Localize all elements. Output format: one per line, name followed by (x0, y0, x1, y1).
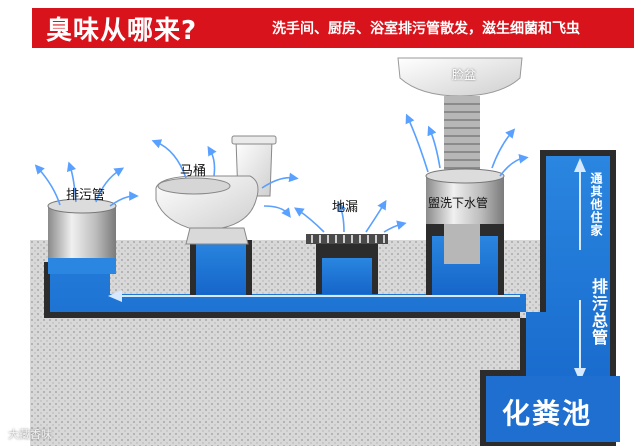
main-horizontal-pipe-water (50, 156, 610, 440)
header-banner: 臭味从哪来? 洗手间、厨房、浴室排污管散发，滋生细菌和飞虫 (32, 8, 634, 48)
page-subtitle: 洗手间、厨房、浴室排污管散发，滋生细菌和飞虫 (272, 21, 580, 37)
basin (397, 57, 523, 97)
label-main-pipe: 排污总管 (589, 278, 608, 346)
label-neighbors: 通其他住家 (589, 172, 603, 237)
toilet-trap-water (196, 240, 246, 296)
watermark: 大藏香味 (8, 428, 52, 441)
sewer-pipe-top (47, 198, 117, 214)
sewer-pipe-water (48, 258, 116, 274)
label-sewer-pipe: 排污管 (66, 188, 106, 203)
label-basin-drain: 盥洗下水管 (428, 196, 489, 210)
label-toilet: 马桶 (180, 164, 207, 179)
floor-drain-grate (306, 234, 388, 244)
label-floor-drain: 地漏 (332, 200, 359, 215)
basin-drain-collar (426, 176, 504, 224)
odor-arrows (34, 113, 529, 233)
label-septic-tank: 化粪池 (502, 397, 593, 430)
toilet-graphic (155, 135, 277, 245)
label-basin: 脸盆 (452, 68, 477, 82)
ground-slab (30, 240, 540, 446)
page-title: 臭味从哪来? (46, 15, 198, 46)
septic-tank (486, 376, 620, 442)
